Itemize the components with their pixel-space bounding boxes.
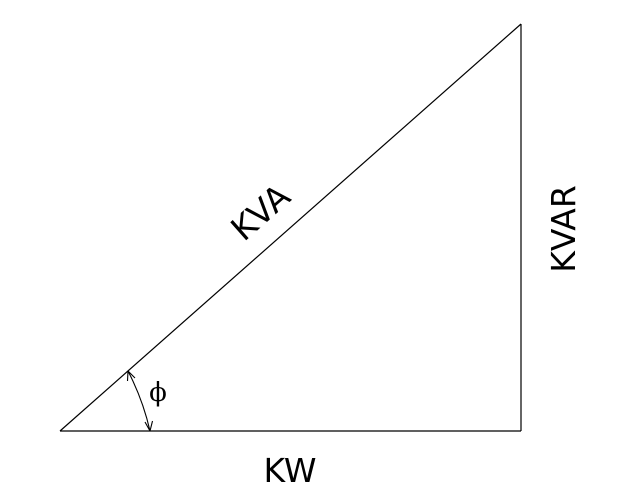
kva-hypotenuse-line (59, 23, 522, 432)
kvar-label: KVAR (544, 185, 583, 273)
angle-phi-label: ϕ (149, 378, 167, 408)
angle-arc-top-arrowhead (126, 370, 136, 382)
kw-label: KW (263, 451, 316, 490)
angle-arc-bottom-arrowhead (144, 420, 154, 432)
angle-arc (127, 370, 151, 432)
